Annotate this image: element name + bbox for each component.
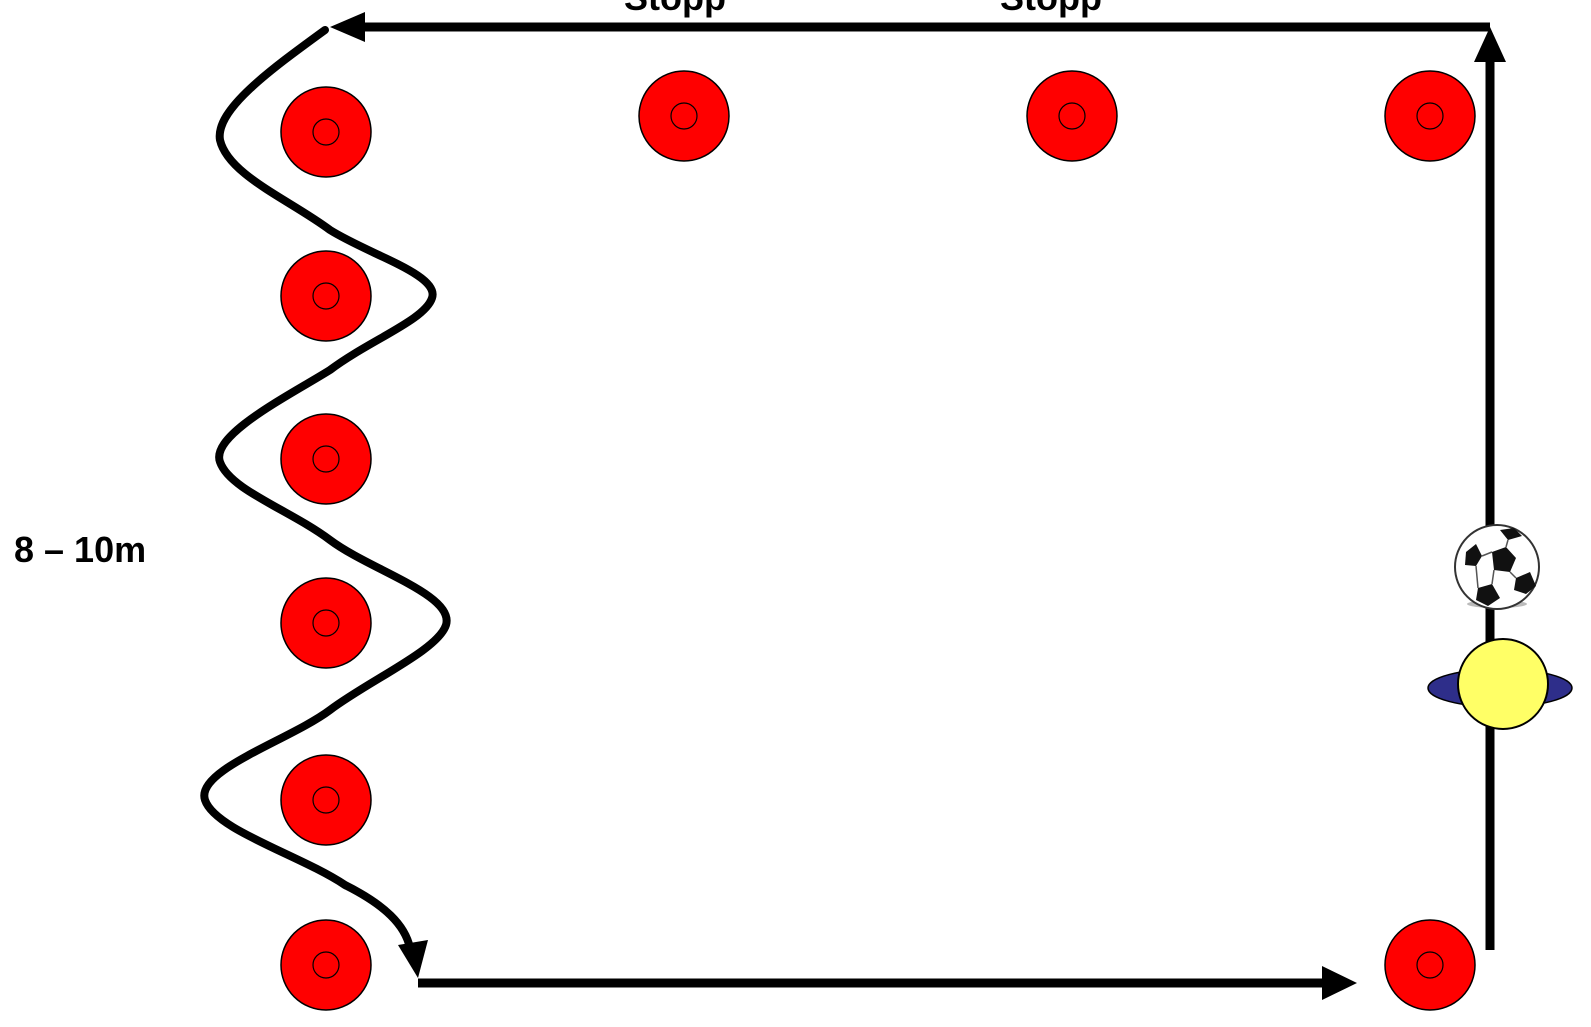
stopp-label: Stopp	[624, 0, 726, 16]
cone-marker-icon	[281, 87, 371, 177]
arrowhead-right-icon	[1322, 966, 1357, 1000]
arrowhead-left-icon	[330, 12, 365, 42]
cone-marker-icon	[281, 251, 371, 341]
cone-marker-icon	[1027, 71, 1117, 161]
stopp-label: Stopp	[1000, 0, 1102, 16]
path-top	[330, 12, 1490, 42]
soccer-ball-icon	[1455, 525, 1539, 609]
arrowhead-up-icon	[1474, 27, 1506, 62]
cone-marker-icon	[639, 71, 729, 161]
arrowhead-down-icon	[398, 940, 428, 978]
cone-marker-icon	[1385, 920, 1475, 1010]
player-icon	[1428, 639, 1572, 729]
cone-marker-icon	[281, 414, 371, 504]
cone-marker-icon	[281, 578, 371, 668]
distance-label: 8 – 10m	[14, 532, 146, 568]
path-bottom	[418, 966, 1357, 1000]
cone-marker-icon	[281, 920, 371, 1010]
path-right	[1474, 27, 1506, 950]
cone-marker-icon	[281, 755, 371, 845]
cone-marker-icon	[1385, 71, 1475, 161]
